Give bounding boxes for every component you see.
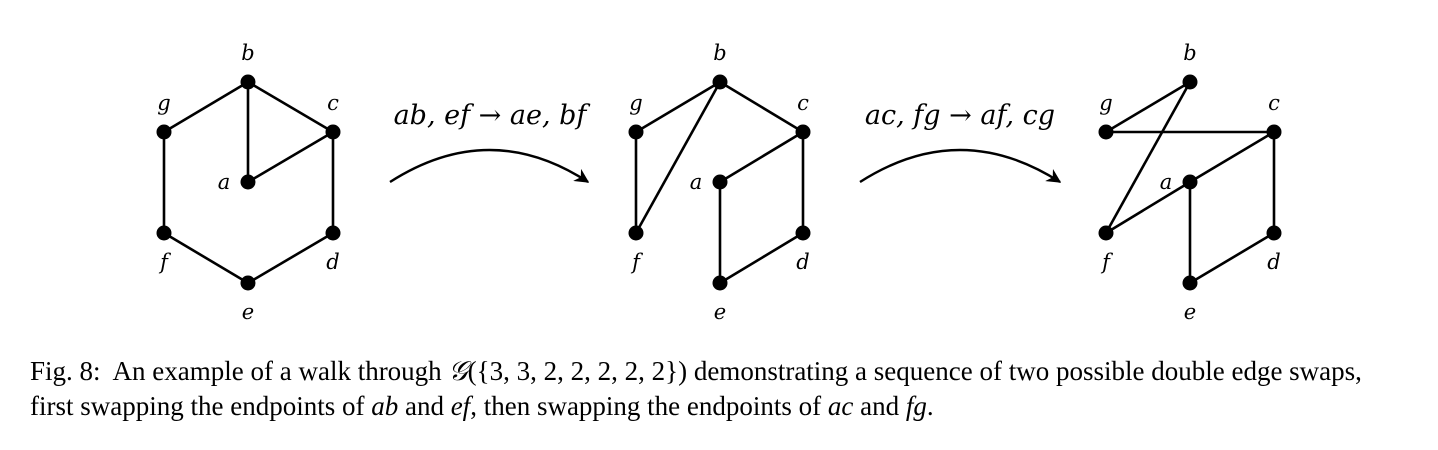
edge-gb [1105,80,1191,134]
node-g [156,124,172,140]
node-d [795,225,811,241]
edge-ef [163,231,249,285]
swap-label-1: ab, ef → ae, bf [394,100,591,131]
caption-edge-fg: fg [905,391,927,421]
node-label-e: e [242,300,254,324]
swap-arrow-1: ab, ef → ae, bf [389,100,591,184]
graph-panel-initial: a b c d e f g [156,41,341,324]
node-d [1266,225,1282,241]
node-label-b: b [241,41,254,65]
node-label-f: f [630,250,643,274]
caption-and-2: and [853,391,906,421]
swap-arrow-2: ac, fg → af, cg [859,100,1062,184]
caption-edge-ef: ef [450,391,471,421]
node-label-a: a [1160,170,1173,194]
caption-edge-ab: ab [371,391,399,421]
node-a [1182,174,1198,190]
node-f [156,225,172,241]
edge-bf [634,81,722,234]
node-label-b: b [713,41,726,65]
edge-bc [247,80,334,134]
node-a [712,174,728,190]
node-c [795,124,811,140]
edge-ac [1189,130,1275,184]
caption-and-1: and [398,391,451,421]
swap-label-2: ac, fg → af, cg [865,100,1055,131]
edge-de [719,231,804,285]
node-label-f: f [1100,250,1113,274]
node-label-f: f [158,250,171,274]
node-e [240,275,256,291]
node-g [1098,124,1114,140]
node-label-g: g [629,91,642,115]
caption-graph-symbol: 𝒢 [448,356,468,386]
node-label-e: e [1184,300,1196,324]
node-e [712,275,728,291]
caption-degree-sequence: ({3, 3, 2, 2, 2, 2, 2}) [467,356,688,386]
node-d [325,225,341,241]
node-f [1098,225,1114,241]
edge-gb [163,80,249,134]
node-b [240,74,256,90]
node-label-e: e [714,300,726,324]
node-label-d: d [326,250,339,274]
edge-bf [1104,81,1192,234]
edge-de [1189,231,1275,285]
node-g [628,124,644,140]
node-label-a: a [690,170,703,194]
node-b [712,74,728,90]
caption-edge-ac: ac [827,391,854,421]
edge-bc [719,80,804,134]
node-e [1182,275,1198,291]
edge-de [247,231,334,285]
graph-panel-after-first-swap: a b c d e f g [628,41,811,324]
caption-middle: demonstrating a sequence of two possible… [30,356,1369,421]
edge-gb [635,80,721,134]
node-label-b: b [1183,41,1196,65]
node-label-a: a [218,170,231,194]
node-label-c: c [1268,91,1280,115]
node-c [1266,124,1282,140]
caption-middle-2: , then swapping the endpoints of [470,391,828,421]
edge-ac [247,130,334,184]
node-f [628,225,644,241]
node-label-g: g [1099,91,1112,115]
node-c [325,124,341,140]
node-a [240,174,256,190]
graph-panel-after-second-swap: a b c d e f g [1098,41,1282,324]
node-label-c: c [797,91,809,115]
caption-prefix: Fig. 8: An example of a walk through [30,356,449,386]
edge-af [1105,180,1191,235]
node-label-d: d [1267,250,1280,274]
node-b [1182,74,1198,90]
edge-ac [719,130,804,184]
node-label-d: d [796,250,809,274]
node-label-c: c [327,91,339,115]
figure-caption: Fig. 8: An example of a walk through 𝒢({… [30,354,1410,424]
node-label-g: g [157,91,170,115]
caption-end: . [926,391,934,421]
